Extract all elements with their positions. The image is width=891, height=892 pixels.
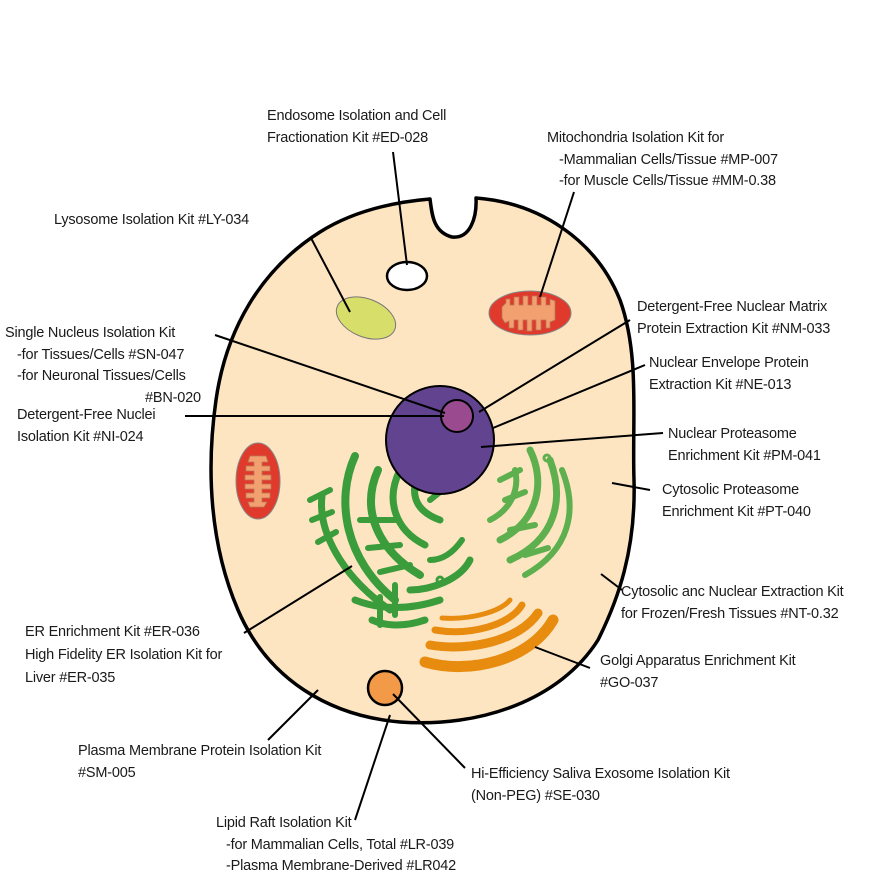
nucleolus[interactable] — [440, 399, 474, 433]
mitochondria-cristae — [244, 455, 272, 508]
leader-lines — [185, 151, 664, 821]
leader-nuclear-proteasome — [480, 432, 664, 448]
label-endosome-kit[interactable]: Endosome Isolation and Cell Fractionatio… — [267, 108, 447, 146]
leader-exosome — [392, 693, 466, 769]
label-golgi-kit[interactable]: Golgi Apparatus Enrichment Kit #GO-037 — [600, 653, 796, 691]
label-lysosome-kit[interactable]: Lysosome Isolation Kit #LY-034 — [54, 212, 249, 228]
leader-mitochondria — [539, 191, 575, 298]
label-exosome-kit[interactable]: Hi-Efficiency Saliva Exosome Isolation K… — [471, 766, 730, 804]
label-nuclei-kit[interactable]: Detergent-Free Nuclei Isolation Kit #NI-… — [17, 407, 156, 445]
label-mitochondria-kit[interactable]: Mitochondria Isolation Kit for -Mammalia… — [547, 130, 778, 189]
endoplasmic-reticulum-smooth[interactable] — [487, 446, 573, 578]
leader-er — [243, 565, 353, 634]
lipid-raft-vesicle[interactable] — [366, 669, 404, 707]
label-lipid-raft-kit[interactable]: Lipid Raft Isolation Kit -for Mammalian … — [216, 815, 456, 874]
mitochondria-cristae — [501, 295, 556, 332]
label-cytosolic-proteasome-kit[interactable]: Cytosolic Proteasome Enrichment Kit #PT-… — [662, 482, 811, 520]
label-plasma-membrane-kit[interactable]: Plasma Membrane Protein Isolation Kit #S… — [78, 743, 322, 781]
leader-endosome — [392, 151, 408, 266]
leader-nuclear-envelope — [492, 364, 646, 429]
label-single-nucleus-kit[interactable]: Single Nucleus Isolation Kit -for Tissue… — [5, 325, 201, 406]
leader-single-nucleus — [214, 334, 446, 414]
label-er-kit[interactable]: ER Enrichment Kit #ER-036 High Fidelity … — [25, 624, 223, 686]
label-nuclear-proteasome-kit[interactable]: Nuclear Proteasome Enrichment Kit #PM-04… — [668, 426, 821, 464]
golgi-apparatus[interactable] — [419, 597, 559, 673]
mitochondria-top[interactable] — [488, 290, 572, 336]
leader-nuclear-matrix — [478, 319, 631, 413]
nucleus[interactable] — [385, 385, 495, 495]
leader-lysosome — [310, 237, 351, 313]
mitochondria-left[interactable] — [235, 442, 281, 520]
leader-lipid-raft — [354, 714, 391, 821]
leader-cytosolic-nuclear — [600, 573, 623, 591]
endosome[interactable] — [385, 260, 429, 292]
lysosome[interactable] — [330, 289, 402, 347]
label-nuclear-matrix-kit[interactable]: Detergent-Free Nuclear Matrix Protein Ex… — [637, 299, 831, 337]
label-cytosolic-nuclear-kit[interactable]: Cytosolic anc Nuclear Extraction Kit for… — [621, 584, 844, 622]
leader-cytosolic-proteasome — [611, 482, 651, 491]
leader-plasma-membrane — [267, 689, 319, 741]
leader-golgi — [534, 646, 591, 669]
label-nuclear-envelope-kit[interactable]: Nuclear Envelope Protein Extraction Kit … — [649, 355, 809, 393]
